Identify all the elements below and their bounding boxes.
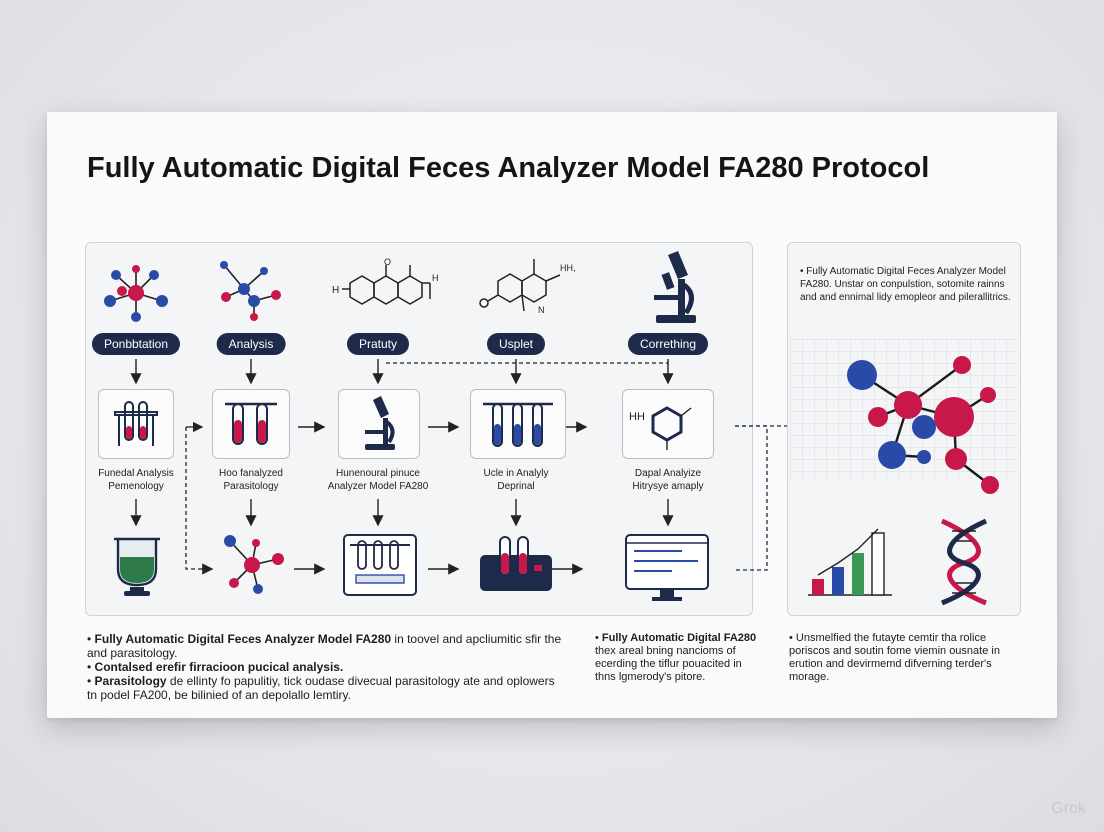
- page-title: Fully Automatic Digital Feces Analyzer M…: [87, 152, 930, 184]
- grok-watermark: ◌ Grok: [1037, 800, 1086, 817]
- test-tubes-icon: [114, 401, 158, 446]
- caption-line: Deprinal: [497, 481, 535, 492]
- test-tubes-icon: [483, 402, 553, 447]
- bar-chart-icon: [808, 528, 892, 596]
- molecule-icon: [224, 535, 284, 594]
- caption-line: Analyzer Model FA280: [327, 481, 429, 492]
- chem-label: N: [538, 305, 545, 315]
- bullet-dot: •: [800, 266, 807, 277]
- bullet-strong: Fully Automatic Digital Feces Analyzer M…: [94, 632, 392, 646]
- bullet-list-left: • Fully Automatic Digital Feces Analyzer…: [87, 632, 567, 702]
- step-pill-5[interactable]: Corrething: [627, 333, 709, 355]
- step-pill-2[interactable]: Analysis: [216, 333, 286, 355]
- molecule-icon: [220, 261, 281, 321]
- bullet-text: thex areal bning nancioms of ecerding th…: [595, 645, 742, 683]
- step-box-2[interactable]: [212, 389, 290, 459]
- bullet-item: • Unsmelfied the futayte cemtir tha roli…: [789, 632, 1000, 683]
- test-tubes-icon: [225, 402, 277, 445]
- computer-monitor-icon: [625, 534, 709, 601]
- caption-line: Hitrysye amaply: [632, 481, 704, 492]
- caption-line: Dapal Analyize: [634, 468, 702, 479]
- bullet-item: • Fully Automatic Digital Feces Analyzer…: [87, 632, 562, 660]
- step-box-3[interactable]: [338, 389, 420, 459]
- chem-label: O: [384, 257, 391, 267]
- bullet-item: • Fully Automatic Digital FA280 thex are…: [595, 632, 757, 683]
- caption-line: Hoo fanalyzed: [219, 468, 283, 479]
- step-box-5[interactable]: HH: [622, 389, 714, 459]
- caption-line: Hunenoural pinuce: [336, 468, 420, 479]
- chem-label: H: [332, 285, 339, 296]
- side-panel-bullet: • Fully Automatic Digital Feces Analyzer…: [800, 265, 1015, 304]
- bullet-item: • Contalsed erefir firracioon pucical an…: [87, 660, 344, 674]
- detail-side-panel: • Fully Automatic Digital Feces Analyzer…: [787, 242, 1021, 616]
- molecule-icon: [104, 265, 168, 322]
- flow-arrows: [130, 359, 674, 575]
- bullet-item: • Parasitology de ellinty fo papulitiy, …: [87, 674, 555, 702]
- bullet-text: Unsmelfied the futayte cemtir tha rolice…: [789, 632, 1000, 683]
- bullet-strong: Fully Automatic Digital FA280: [601, 632, 757, 644]
- protocol-flow-panel: H O H HH, N Ponbbt: [85, 242, 753, 616]
- chem-label: H: [432, 273, 439, 283]
- beaker-icon: [114, 537, 160, 596]
- step-pill-4[interactable]: Usplet: [486, 333, 546, 355]
- dna-helix-icon: [940, 518, 988, 606]
- chem-label: HH: [629, 411, 645, 423]
- chemical-structure-icon: H O H: [332, 257, 439, 305]
- chemical-ring-icon: HH: [629, 406, 692, 450]
- lab-device-icon: [480, 536, 552, 591]
- panel-connector: [735, 420, 811, 571]
- caption-line: Ucle in Analyly: [483, 468, 549, 479]
- bullet-strong: Contalsed erefir firracioon pucical anal…: [94, 660, 344, 674]
- step-box-1[interactable]: [98, 389, 174, 459]
- large-molecule-icon: [847, 356, 999, 494]
- caption-line: Parasitology: [223, 481, 279, 492]
- chem-label: HH,: [560, 263, 576, 273]
- bullet-text: de ellinty fo papulitiy, tick oudase div…: [87, 674, 555, 702]
- analyzer-rack-icon: [343, 534, 417, 596]
- caption-line: Funedal Analysis: [98, 468, 174, 479]
- chemical-structure-icon: HH, N: [479, 259, 576, 315]
- caption-line: Pemenology: [108, 481, 164, 492]
- bullet-list-middle: • Fully Automatic Digital FA280 thex are…: [595, 632, 765, 684]
- step-box-4[interactable]: [470, 389, 566, 459]
- slide: Fully Automatic Digital Feces Analyzer M…: [47, 112, 1057, 718]
- bullet-strong: Parasitology: [94, 674, 167, 688]
- side-panel-text: Fully Automatic Digital Feces Analyzer M…: [800, 266, 1011, 303]
- step-pill-3[interactable]: Pratuty: [346, 333, 410, 355]
- bullet-text: in toovel and apcliumitic sfir the and p…: [87, 632, 562, 660]
- bullet-list-right: • Unsmelfied the futayte cemtir tha roli…: [789, 632, 1019, 684]
- watermark-text: Grok: [1051, 800, 1086, 817]
- step-pill-1[interactable]: Ponbbtation: [91, 333, 181, 355]
- microscope-icon: [365, 396, 395, 450]
- microscope-icon: [654, 251, 696, 323]
